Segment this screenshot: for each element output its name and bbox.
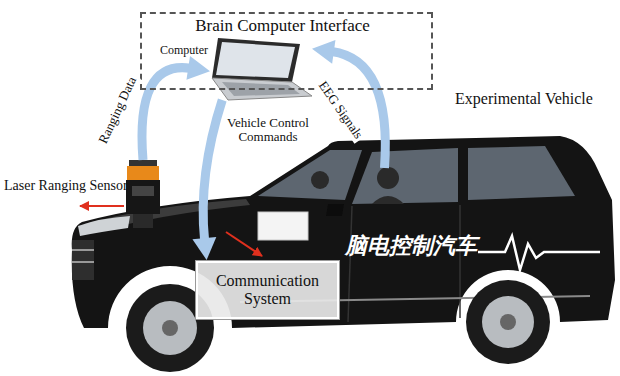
door-logo-sign	[258, 212, 308, 240]
arrowhead	[192, 237, 216, 260]
eeg-wave-decal	[478, 236, 600, 270]
laser-ranging-sensor: Laser Ranging Sensor	[125, 160, 161, 228]
arrowhead	[312, 40, 335, 64]
sensor-body	[126, 180, 160, 214]
front-side-window	[352, 148, 458, 204]
driver-head	[377, 167, 399, 189]
connector-line	[203, 100, 222, 240]
bci-dashed-box: Brain Computer InterfaceComputer	[140, 12, 433, 90]
sensor-window	[132, 186, 154, 196]
edge-label: Vehicle Control Commands	[225, 116, 311, 145]
passenger-head	[311, 171, 329, 189]
rear-side-window	[468, 146, 575, 200]
door-seam	[348, 206, 352, 322]
front-rim	[143, 301, 197, 355]
rear-tyre	[466, 280, 550, 364]
laptop-screen	[216, 42, 295, 78]
rear-hub	[500, 314, 516, 330]
group-heading: Brain Computer Interface	[142, 16, 423, 35]
device-label: Computer	[154, 44, 208, 57]
signal-arrow	[142, 56, 210, 160]
vehicle-label: Experimental Vehicle	[455, 90, 615, 108]
grille-bar	[72, 261, 94, 263]
door-seam	[459, 205, 461, 318]
windshield	[258, 150, 362, 200]
edge-label: EEG Signals	[314, 77, 367, 143]
grille	[72, 240, 94, 280]
sensor-base	[133, 214, 153, 228]
driver-shoulders	[372, 196, 404, 204]
red-pointer	[80, 205, 124, 207]
connector-line	[142, 68, 190, 160]
communication-box: Communication System	[195, 260, 340, 320]
rear-rim	[482, 296, 534, 348]
laptop-computer: Computer	[210, 36, 312, 100]
sensor-label: Laser Ranging Sensor	[4, 178, 128, 194]
sensor-band	[127, 166, 159, 180]
signal-arrow	[312, 40, 385, 168]
arrowhead	[186, 56, 210, 80]
signal-arrow	[192, 100, 222, 260]
red-pointer	[226, 232, 262, 256]
laptop-lid	[212, 38, 300, 82]
headlight	[78, 216, 130, 236]
side-mirror	[326, 204, 344, 216]
edge-label: Ranging Data	[95, 72, 140, 147]
experimental-vehicle: Experimental Vehicle	[360, 168, 605, 213]
front-hub	[162, 320, 178, 336]
sensor-cap	[129, 160, 157, 166]
box-label: Communication System	[204, 272, 331, 308]
grille-bar	[72, 249, 94, 251]
car-decal-text: 脑电控制汽车	[345, 234, 477, 259]
